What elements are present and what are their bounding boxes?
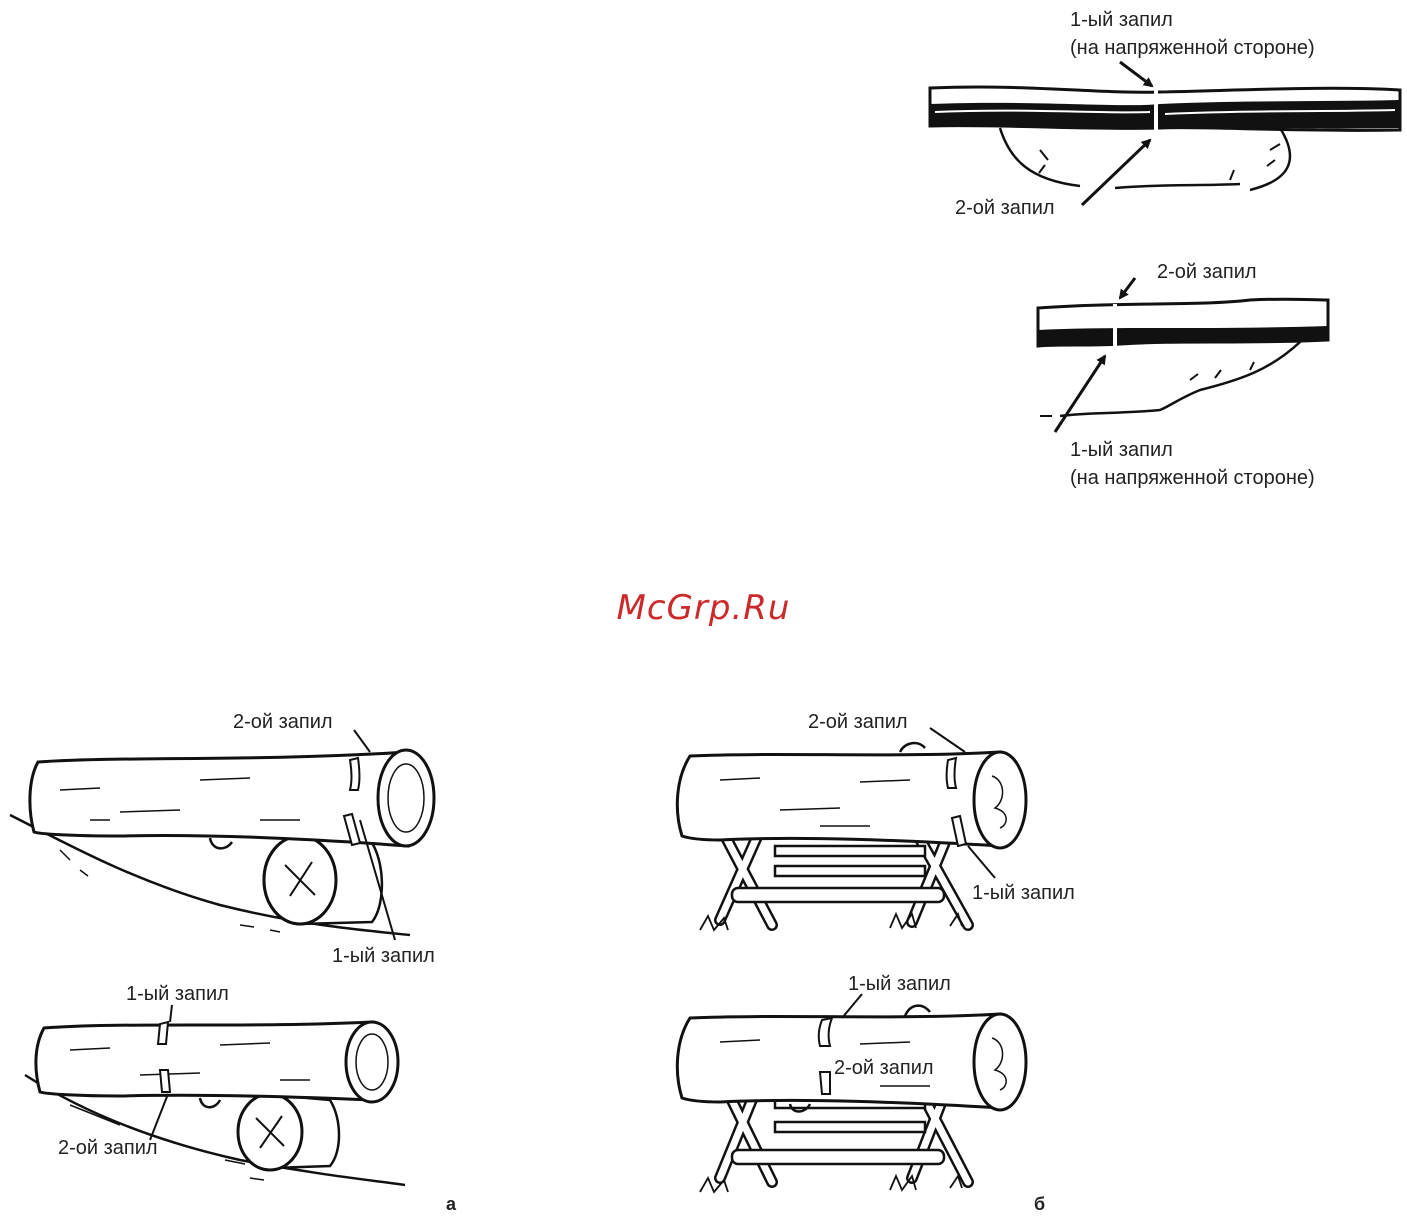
log-on-slope-diagram	[1038, 278, 1328, 432]
watermark: McGrp.Ru	[0, 588, 1407, 628]
arrow-second-cut	[1120, 278, 1135, 298]
second-cut-label: 2-ой запил	[808, 708, 908, 736]
panel-a-caption: а	[446, 1190, 456, 1218]
arrow-first-cut	[1055, 356, 1105, 432]
second-cut-label: 2-ой запил	[834, 1054, 934, 1082]
first-cut-label: 1-ый запил	[972, 879, 1075, 907]
first-cut-label: 1-ый запил	[1070, 6, 1173, 34]
panel-b-lower-drawing	[677, 994, 1026, 1192]
panel-a-upper-drawing	[10, 730, 434, 940]
log-over-gap-diagram	[930, 62, 1400, 205]
first-cut-note: (на напряженной стороне)	[1070, 34, 1315, 62]
first-cut-label: 1-ый запил	[1070, 436, 1173, 464]
first-cut-label: 1-ый запил	[332, 942, 435, 970]
first-cut-label: 1-ый запил	[848, 970, 951, 998]
first-cut-note: (на напряженной стороне)	[1070, 464, 1315, 492]
arrow-second-cut	[1082, 140, 1150, 205]
second-cut-label: 2-ой запил	[1157, 258, 1257, 286]
second-cut-label: 2-ой запил	[58, 1134, 158, 1162]
second-cut-label: 2-ой запил	[233, 708, 333, 736]
second-cut-label: 2-ой запил	[955, 194, 1055, 222]
first-cut-label: 1-ый запил	[126, 980, 229, 1008]
arrow-first-cut	[1120, 62, 1152, 86]
panel-b-caption: б	[1034, 1190, 1045, 1218]
